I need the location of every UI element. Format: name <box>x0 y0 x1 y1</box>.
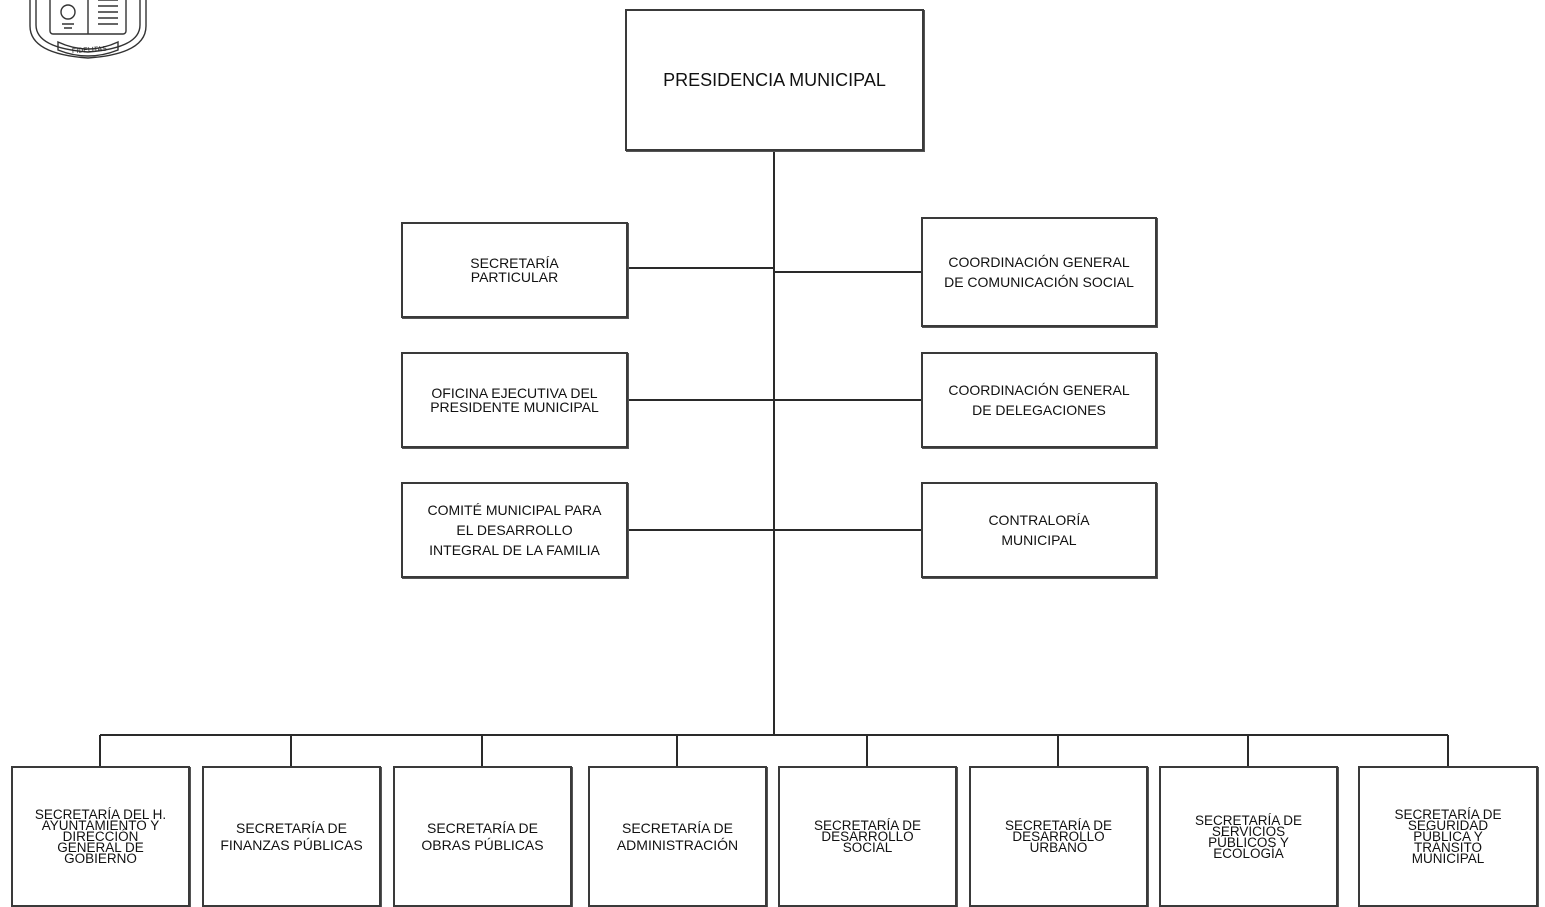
oficina-ejecutiva-box: OFICINA EJECUTIVA DEL PRESIDENTE MUNICIP… <box>401 352 628 448</box>
secretaria-administracion-box: SECRETARÍA DE ADMINISTRACIÓN <box>588 766 767 907</box>
secretaria-obras-box: SECRETARÍA DE OBRAS PÚBLICAS <box>393 766 572 907</box>
presidencia-municipal-box: PRESIDENCIA MUNICIPAL <box>625 9 924 151</box>
box-label: SECRETARÍA PARTICULAR <box>470 255 559 285</box>
box-label: SECRETARÍA DE DESARROLLO SOCIAL <box>813 818 922 855</box>
box-label: SECRETARÍA DE OBRAS PÚBLICAS <box>421 819 544 853</box>
box-label: PRESIDENCIA MUNICIPAL <box>663 70 886 90</box>
secretaria-ayuntamiento-box: SECRETARÍA DEL H. AYUNTAMIENTO Y DIRECCI… <box>11 766 190 907</box>
box-label: SECRETARÍA DE FINANZAS PÚBLICAS <box>220 819 363 853</box>
contraloria-box: CONTRALORÍA MUNICIPAL <box>921 482 1157 578</box>
seal-motto: FIDELITAS <box>72 46 108 55</box>
secretaria-servicios-publicos-box: SECRETARÍA DE SERVICIOS PÚBLICOS Y ECOLO… <box>1159 766 1338 907</box>
secretaria-desarrollo-urbano-box: SECRETARÍA DE DESARROLLO URBANO <box>969 766 1148 907</box>
box-label: SECRETARÍA DE SERVICIOS PÚBLICOS Y ECOLO… <box>1194 812 1303 861</box>
secretaria-particular-box: SECRETARÍA PARTICULAR <box>401 222 628 318</box>
box-label: CONTRALORÍA MUNICIPAL <box>988 512 1090 548</box>
municipal-seal-icon: FIDELITAS <box>22 0 154 60</box>
comite-dif-box: COMITÉ MUNICIPAL PARA EL DESARROLLO INTE… <box>401 482 628 578</box>
box-label: SECRETARÍA DE ADMINISTRACIÓN <box>616 819 739 853</box>
secretaria-seguridad-box: SECRETARÍA DE SEGURIDAD PÚBLICA Y TRÁNSI… <box>1358 766 1538 907</box>
box-label: SECRETARÍA DE SEGURIDAD PÚBLICA Y TRÁNSI… <box>1394 807 1502 866</box>
delegaciones-box: COORDINACIÓN GENERAL DE DELEGACIONES <box>921 352 1157 448</box>
box-label: COORDINACIÓN GENERAL DE DELEGACIONES <box>948 382 1130 418</box>
box-label: COMITÉ MUNICIPAL PARA EL DESARROLLO INTE… <box>427 502 602 558</box>
box-label: SECRETARÍA DEL H. AYUNTAMIENTO Y DIRECCI… <box>34 807 167 866</box>
secretaria-desarrollo-social-box: SECRETARÍA DE DESARROLLO SOCIAL <box>778 766 957 907</box>
box-label: OFICINA EJECUTIVA DEL PRESIDENTE MUNICIP… <box>430 385 599 415</box>
box-label: COORDINACIÓN GENERAL DE COMUNICACIÓN SOC… <box>944 254 1134 290</box>
box-label: SECRETARÍA DE DESARROLLO URBANO <box>1004 818 1113 855</box>
comunicacion-social-box: COORDINACIÓN GENERAL DE COMUNICACIÓN SOC… <box>921 217 1157 327</box>
secretaria-finanzas-box: SECRETARÍA DE FINANZAS PÚBLICAS <box>202 766 381 907</box>
